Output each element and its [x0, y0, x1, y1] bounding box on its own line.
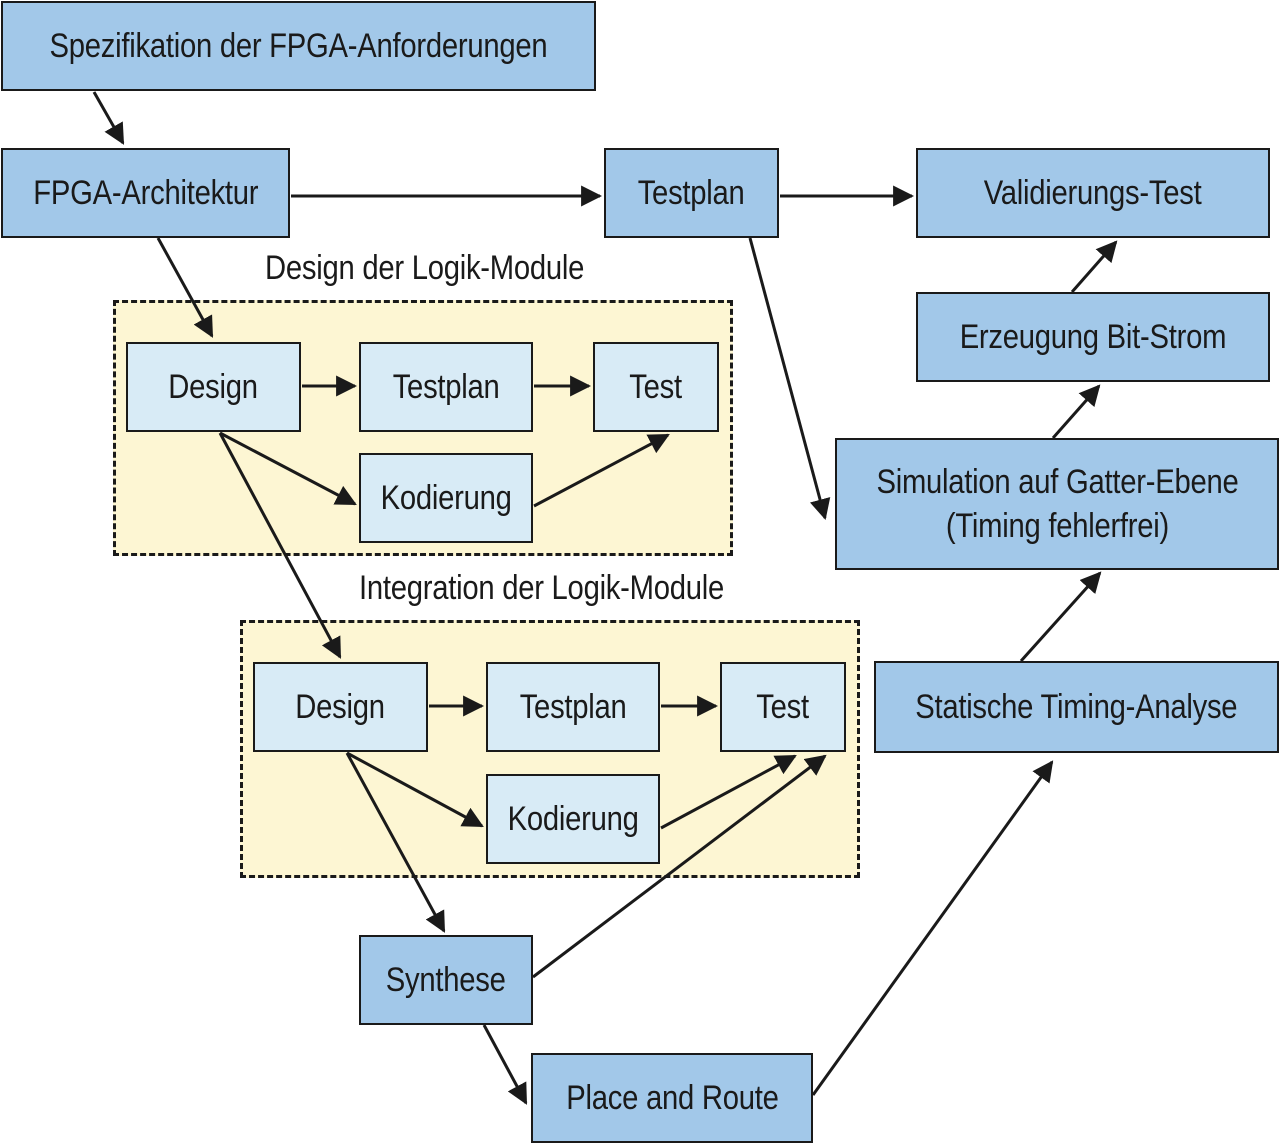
- node-testplan-1-label: Testplan: [392, 367, 500, 406]
- arrow-bitstrom-to-validierung: [1070, 240, 1118, 293]
- node-fpga-architektur: FPGA-Architektur: [1, 148, 290, 238]
- node-fpga-architektur-label: FPGA-Architektur: [33, 173, 258, 212]
- node-erzeugung-bit-strom: Erzeugung Bit-Strom: [916, 292, 1270, 382]
- arrow-kodierung-2-to-test-2: [660, 754, 797, 830]
- node-test-2: Test: [720, 662, 846, 752]
- arrow-testplan-to-simulation: [748, 237, 831, 521]
- node-kodierung-2-label: Kodierung: [507, 799, 639, 838]
- node-simulation-gatter-ebene: Simulation auf Gatter-Ebene (Timing fehl…: [835, 438, 1279, 570]
- node-test-2-label: Test: [756, 687, 810, 726]
- arrow-design-2-to-synthese: [345, 752, 446, 933]
- group-design-title: Design der Logik-Module: [265, 249, 585, 287]
- arrow-design-1-to-design-2: [218, 432, 342, 659]
- arrow-simulation-to-bitstrom: [1051, 384, 1101, 439]
- arrow-kodierung-1-to-test-1: [533, 433, 670, 508]
- node-synthese-label: Synthese: [386, 960, 506, 999]
- node-design-1: Design: [126, 342, 301, 432]
- arrow-design-2-to-kodierung-2: [346, 751, 484, 828]
- node-testplan-2-label: Testplan: [519, 687, 627, 726]
- group-integration-title: Integration der Logik-Module: [359, 569, 725, 607]
- node-testplan-2: Testplan: [486, 662, 660, 752]
- node-design-2-label: Design: [295, 687, 386, 726]
- node-testplan-top-label: Testplan: [638, 173, 745, 212]
- node-validierungs-test-label: Validierungs-Test: [984, 173, 1202, 212]
- node-spezifikation-label: Spezifikation der FPGA-Anforderungen: [49, 26, 548, 65]
- node-testplan-top: Testplan: [604, 148, 779, 238]
- node-spezifikation: Spezifikation der FPGA-Anforderungen: [1, 1, 596, 91]
- node-kodierung-1: Kodierung: [359, 453, 533, 543]
- arrow-synthese-to-place-route: [482, 1024, 528, 1105]
- node-test-1-label: Test: [629, 367, 683, 406]
- node-erzeugung-bit-strom-label: Erzeugung Bit-Strom: [959, 317, 1227, 356]
- node-design-1-label: Design: [168, 367, 259, 406]
- arrow-synthese-to-test-2: [532, 754, 827, 979]
- node-kodierung-1-label: Kodierung: [380, 478, 512, 517]
- arrow-timing-analyse-to-simulation: [1019, 571, 1102, 663]
- node-test-1: Test: [593, 342, 719, 432]
- arrow-architektur-to-design-1: [156, 237, 214, 338]
- arrow-place-route-to-timing-analyse: [811, 760, 1054, 1096]
- node-simulation-label: Simulation auf Gatter-Ebene (Timing fehl…: [875, 462, 1238, 545]
- node-validierungs-test: Validierungs-Test: [916, 148, 1270, 238]
- node-place-and-route-label: Place and Route: [565, 1078, 779, 1117]
- node-kodierung-2: Kodierung: [486, 774, 660, 864]
- node-testplan-1: Testplan: [359, 342, 533, 432]
- arrow-design-1-to-kodierung-1: [219, 431, 357, 506]
- node-place-and-route: Place and Route: [531, 1053, 813, 1143]
- node-design-2: Design: [253, 662, 428, 752]
- node-statische-timing-analyse: Statische Timing-Analyse: [874, 661, 1279, 753]
- arrow-spezifikation-to-architektur: [92, 91, 125, 145]
- node-timing-analyse-label: Statische Timing-Analyse: [915, 687, 1238, 726]
- node-synthese: Synthese: [359, 935, 533, 1025]
